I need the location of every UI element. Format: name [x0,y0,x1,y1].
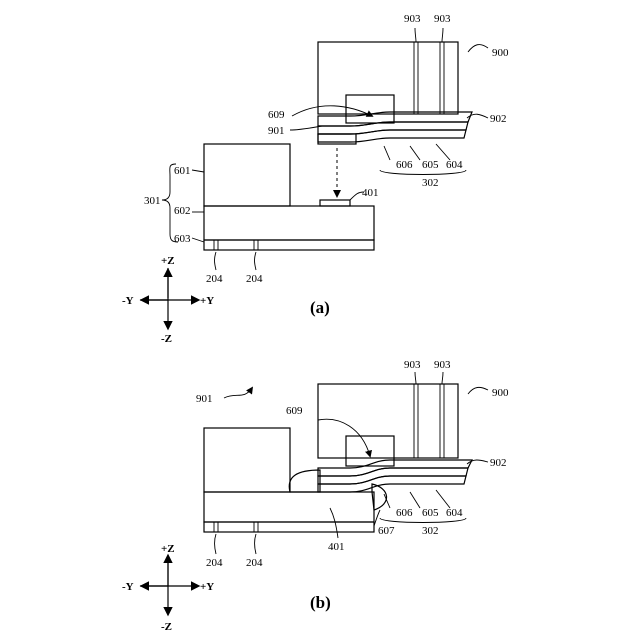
label-902-b: 902 [490,457,507,469]
label-607-b: 607 [378,525,395,537]
label-900-b: 900 [492,387,509,399]
label-302: 302 [422,177,439,189]
axis-cross-a [140,268,198,328]
label-609-b: 609 [286,405,303,417]
label-903a-b: 903 [404,359,421,371]
label-204a-b: 204 [206,557,223,569]
caption-a: (a) [310,298,330,317]
label-601: 601 [174,165,191,177]
label-603: 603 [174,233,191,245]
axis-up-label: +Z [161,255,175,267]
axis-right-label: +Y [200,295,214,307]
label-609: 609 [268,109,285,121]
label-204a: 204 [206,273,223,285]
label-901-b: 901 [196,393,213,405]
label-602: 602 [174,205,191,217]
axis-left-label: -Y [122,295,134,307]
label-903b: 903 [434,13,451,25]
label-901: 901 [268,125,285,137]
leader-lines-b [215,372,489,554]
label-605-b: 605 [422,507,439,519]
axis-cross-b [140,556,198,614]
label-900: 900 [492,47,509,59]
connector-900-b [318,384,472,492]
figure-a: 903 903 900 902 609 901 606 605 604 302 … [122,13,509,345]
axis-left-label-b: -Y [122,581,134,593]
label-302-b: 302 [422,525,439,537]
label-902: 902 [490,113,507,125]
label-301: 301 [144,195,161,207]
substrate-b [204,428,374,532]
label-604-b: 604 [446,507,463,519]
label-401-b: 401 [328,541,345,553]
label-204b-b: 204 [246,557,263,569]
leader-lines-a [162,28,488,270]
figure-b: 901 903 903 900 609 902 606 605 604 302 … [122,359,509,633]
label-401: 401 [362,187,379,199]
solder-607 [289,470,320,492]
label-606: 606 [396,159,413,171]
label-606-b: 606 [396,507,413,519]
axis-down-label: -Z [161,333,172,345]
axis-down-label-b: -Z [161,621,172,633]
label-204b: 204 [246,273,263,285]
label-903a: 903 [404,13,421,25]
label-605: 605 [422,159,439,171]
substrate-301 [204,144,374,250]
caption-b: (b) [310,593,331,612]
label-903b-b: 903 [434,359,451,371]
axis-right-label-b: +Y [200,581,214,593]
axis-up-label-b: +Z [161,543,175,555]
label-604: 604 [446,159,463,171]
connector-900 [318,42,472,144]
